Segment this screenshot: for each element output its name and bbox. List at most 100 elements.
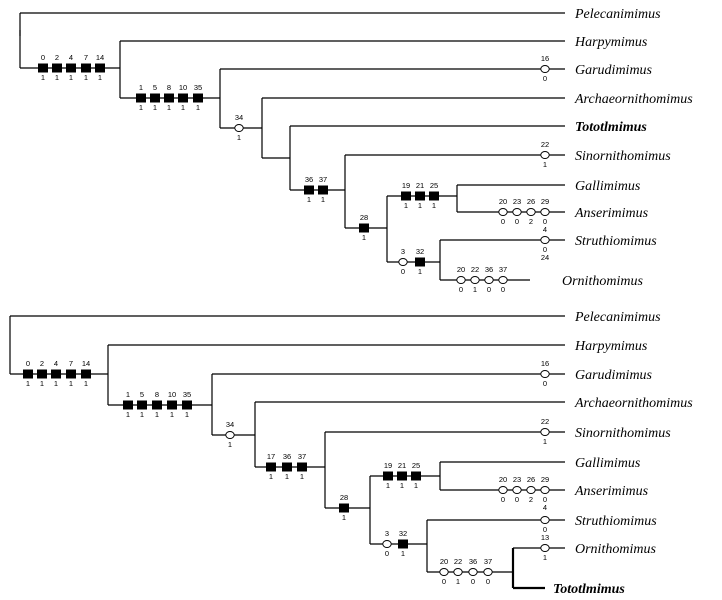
character-number: 14 xyxy=(96,53,104,62)
character-state: 0 xyxy=(442,577,446,586)
character-number: 19 xyxy=(402,181,410,190)
homoplasy-circle xyxy=(470,276,480,284)
character-state: 1 xyxy=(543,437,547,446)
homoplasy-circle xyxy=(225,431,235,439)
homoplasy-circle xyxy=(540,370,550,378)
character-state: 1 xyxy=(543,160,547,169)
character-state: 1 xyxy=(69,73,73,82)
synapomorphy-square xyxy=(51,369,61,379)
synapomorphy-square xyxy=(282,462,292,472)
taxon-harpymimus: Harpymimus xyxy=(574,339,648,354)
homoplasy-circle xyxy=(540,516,550,524)
character-state: 1 xyxy=(55,73,59,82)
character-state: 1 xyxy=(386,481,390,490)
synapomorphy-square xyxy=(152,400,162,410)
homoplasy-circle xyxy=(398,258,408,266)
taxon-pelecanimimus: Pelecanimimus xyxy=(574,7,661,22)
character-state: 1 xyxy=(140,410,144,419)
character-number: 20 xyxy=(499,475,507,484)
synapomorphy-square xyxy=(359,223,369,233)
character-number: 3 xyxy=(401,247,405,256)
character-number: 4 xyxy=(54,359,58,368)
homoplasy-circle xyxy=(540,208,550,216)
synapomorphy-square xyxy=(66,369,76,379)
synapomorphy-square xyxy=(429,191,439,201)
character-number: 10 xyxy=(179,83,187,92)
synapomorphy-square xyxy=(164,93,174,103)
character-number: 26 xyxy=(527,197,535,206)
character-state: 0 xyxy=(501,495,505,504)
character-state: 1 xyxy=(170,410,174,419)
character-state: 1 xyxy=(84,73,88,82)
synapomorphy-square xyxy=(52,63,62,73)
character-state: 1 xyxy=(285,472,289,481)
character-state: 1 xyxy=(126,410,130,419)
character-number: 22 xyxy=(471,265,479,274)
synapomorphy-square xyxy=(398,539,408,549)
synapomorphy-square xyxy=(339,503,349,513)
character-state: 0 xyxy=(543,379,547,388)
taxon-struthiomimus: Struthiomimus xyxy=(575,514,657,529)
character-number: 28 xyxy=(340,493,348,502)
homoplasy-circle xyxy=(498,276,508,284)
character-number: 10 xyxy=(168,390,176,399)
synapomorphy-square xyxy=(401,191,411,201)
character-number: 19 xyxy=(384,461,392,470)
synapomorphy-square xyxy=(23,369,33,379)
taxon-harpymimus: Harpymimus xyxy=(574,35,648,50)
character-number: 34 xyxy=(235,113,243,122)
character-number: 14 xyxy=(82,359,90,368)
character-state: 1 xyxy=(84,379,88,388)
synapomorphy-square xyxy=(304,185,314,195)
character-number: 32 xyxy=(399,529,407,538)
character-number: 37 xyxy=(484,557,492,566)
character-state: 1 xyxy=(418,267,422,276)
synapomorphy-square xyxy=(123,400,133,410)
synapomorphy-square xyxy=(38,63,48,73)
synapomorphy-square xyxy=(266,462,276,472)
homoplasy-circle xyxy=(498,208,508,216)
character-state: 1 xyxy=(418,201,422,210)
character-state: 1 xyxy=(307,195,311,204)
character-number: 25 xyxy=(412,461,420,470)
character-number: 20 xyxy=(440,557,448,566)
taxon-ornithomimus: Ornithomimus xyxy=(575,542,656,557)
homoplasy-circle xyxy=(540,544,550,552)
character-number: 22 xyxy=(541,140,549,149)
synapomorphy-square xyxy=(415,191,425,201)
character-number: 22 xyxy=(541,417,549,426)
synapomorphy-square xyxy=(95,63,105,73)
taxon-garudimimus: Garudimimus xyxy=(575,368,653,383)
synapomorphy-square xyxy=(318,185,328,195)
character-state: 0 xyxy=(487,285,491,294)
taxon-ornithomimus: Ornithomimus xyxy=(562,274,643,289)
synapomorphy-square xyxy=(136,93,146,103)
character-state: 0 xyxy=(486,577,490,586)
homoplasy-circle xyxy=(526,486,536,494)
taxon-garudimimus: Garudimimus xyxy=(575,63,653,78)
homoplasy-circle xyxy=(453,568,463,576)
character-number: 23 xyxy=(513,197,521,206)
character-state: 1 xyxy=(414,481,418,490)
homoplasy-circle xyxy=(526,208,536,216)
character-number: 20 xyxy=(499,197,507,206)
character-number: 37 xyxy=(298,452,306,461)
character-state: 2 xyxy=(529,495,533,504)
cladogram-top: PelecanimimusHarpymimusGarudimimusArchae… xyxy=(19,7,693,294)
character-state: 0 xyxy=(385,549,389,558)
character-number: 23 xyxy=(513,475,521,484)
character-number: 26 xyxy=(527,475,535,484)
homoplasy-circle xyxy=(512,208,522,216)
homoplasy-circle xyxy=(234,124,244,132)
character-number: 5 xyxy=(140,390,144,399)
character-number: 5 xyxy=(153,83,157,92)
taxon-anserimimus: Anserimimus xyxy=(574,206,649,221)
taxon-tototlmimus: Tototlmimus xyxy=(553,582,625,597)
character-state: 2 xyxy=(529,217,533,226)
character-state: 1 xyxy=(153,103,157,112)
character-state: 0 xyxy=(515,495,519,504)
synapomorphy-square xyxy=(297,462,307,472)
character-number: 29 xyxy=(541,197,549,206)
homoplasy-circle xyxy=(484,276,494,284)
